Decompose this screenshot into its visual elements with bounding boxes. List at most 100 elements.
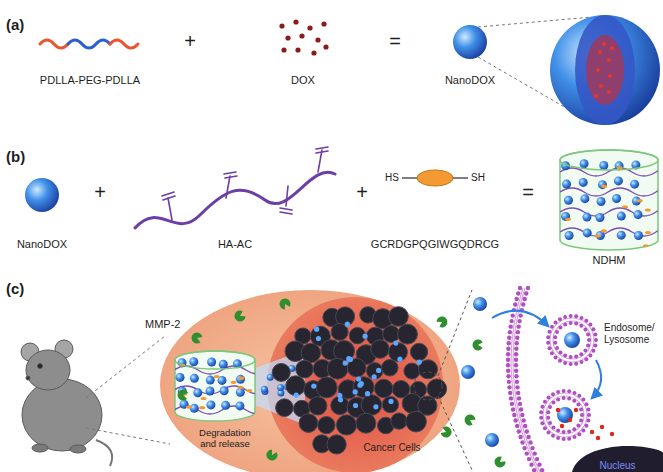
cell-membrane <box>506 286 545 472</box>
region-label: Cancer Cells <box>363 442 420 454</box>
lipid-head <box>562 396 566 400</box>
lipid-head <box>587 413 591 417</box>
lipid-head <box>506 374 510 378</box>
nanoparticle <box>617 212 626 221</box>
nanoparticle <box>453 25 487 59</box>
component-label: GCRDGPQGIWGQDRCG <box>371 238 499 250</box>
polymer-strand <box>560 168 663 176</box>
component-label: HA-AC <box>218 238 252 251</box>
nanoparticle <box>617 231 626 240</box>
mmp2-enzyme <box>264 448 279 462</box>
lipid-head <box>567 429 571 433</box>
enzyme-label: MMP-2 <box>145 318 180 330</box>
lipid-head <box>521 418 525 422</box>
lipid-head <box>558 317 562 321</box>
lipid-head <box>514 347 518 351</box>
crosslinker <box>645 231 651 234</box>
lipid-head <box>518 286 522 290</box>
lipid-head <box>514 363 518 367</box>
component-label: PDLLA-PEG-PDLLA <box>40 74 140 86</box>
lipid-head <box>556 436 560 440</box>
lipid-head <box>579 324 583 328</box>
lipid-head <box>554 355 558 359</box>
panel-letter: (a) <box>6 16 24 33</box>
mmp2-enzyme <box>472 340 482 351</box>
group-label: SH <box>471 172 485 183</box>
micelle-cutaway <box>550 15 660 125</box>
lipid-head <box>529 462 533 466</box>
crosslinker <box>186 405 192 408</box>
lipid-head <box>584 319 588 323</box>
lipid-head <box>515 341 519 345</box>
nanoparticle <box>485 433 499 447</box>
lipid-head <box>580 316 584 320</box>
polymer-strand <box>174 386 294 394</box>
nanoparticle <box>206 376 215 385</box>
process-label: Degradation and release <box>199 427 251 449</box>
lipid-head <box>525 429 529 433</box>
lipid-head <box>573 435 577 439</box>
released-dox <box>556 408 614 440</box>
lipid-head <box>584 402 588 406</box>
lipid-head <box>533 451 537 455</box>
nanoparticle <box>206 400 215 409</box>
lipid-head <box>555 330 559 334</box>
lipid-head <box>522 446 526 450</box>
panel-letter: (a) <box>6 16 24 33</box>
cancer-cell <box>406 411 427 432</box>
lipid-head <box>572 427 576 431</box>
cancer-cell <box>391 413 407 429</box>
lipid-head <box>553 335 557 339</box>
cancer-cell <box>389 343 408 362</box>
nanoparticle <box>562 180 571 189</box>
lipid-head <box>519 407 523 411</box>
lipid-head <box>553 341 557 345</box>
lipid-head <box>563 322 567 326</box>
lipid-head <box>579 407 583 411</box>
enzyme-label: MMP-2 <box>145 318 180 331</box>
operator-sign: = <box>389 30 401 53</box>
nanoparticle <box>25 178 59 212</box>
cancer-cell <box>336 415 356 435</box>
lipid-head <box>550 351 554 355</box>
lipid-head <box>517 324 521 328</box>
crosslinker <box>637 199 643 202</box>
lipid-head <box>509 324 513 328</box>
lipid-head <box>551 392 555 396</box>
cancer-cell <box>404 363 420 379</box>
lipid-head <box>507 335 511 339</box>
lipid-head <box>510 313 514 317</box>
operator-sign: + <box>356 181 368 203</box>
cancer-cell <box>316 377 337 398</box>
crosslinker <box>601 229 607 232</box>
lipid-head <box>551 434 555 438</box>
lipid-head <box>527 457 531 461</box>
lipid-head <box>526 435 530 439</box>
lipid-head <box>506 363 510 367</box>
lipid-head <box>555 346 559 350</box>
cancer-cell <box>371 340 390 359</box>
cancer-cell <box>427 379 447 399</box>
lipid-head <box>515 424 519 428</box>
nanoparticle <box>353 403 358 408</box>
lipid-head <box>515 335 519 339</box>
component-label: NanoDOX <box>17 238 67 251</box>
crosslinker <box>199 406 205 409</box>
lipid-head <box>584 424 588 428</box>
lipid-head <box>591 349 595 353</box>
lipid-head <box>511 407 515 411</box>
endosomes <box>539 314 598 441</box>
lipid-head <box>577 432 581 436</box>
lipid-head <box>581 428 585 432</box>
lipid-head <box>535 457 539 461</box>
operator-sign: = <box>522 181 534 204</box>
component-label: HA-AC <box>218 238 252 250</box>
hydrogel-cylinder <box>560 150 663 250</box>
lipid-head <box>539 416 543 420</box>
crosslinker <box>645 208 651 211</box>
lipid-head <box>507 380 511 384</box>
operator-sign: + <box>356 181 368 204</box>
mmp2-enzyme <box>440 425 453 439</box>
cancer-cell <box>356 413 376 433</box>
cancer-cell <box>299 414 318 433</box>
